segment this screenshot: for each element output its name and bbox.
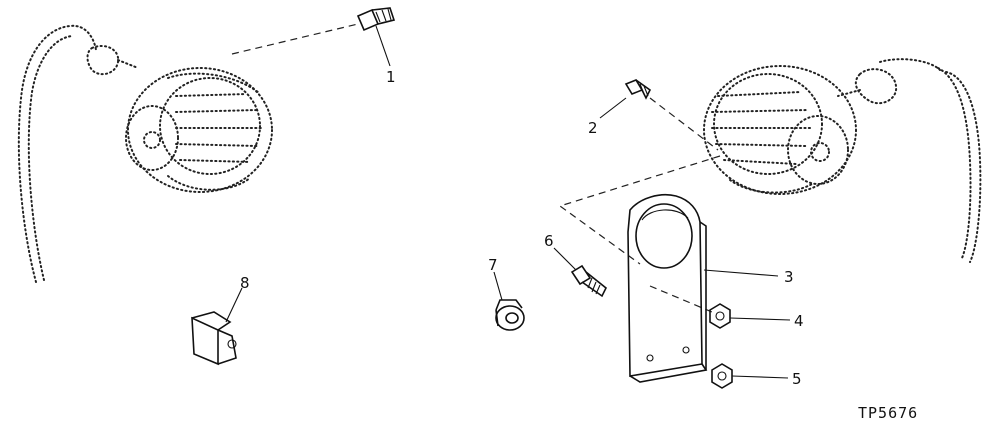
callout-1: 1 (386, 68, 396, 86)
callout-4: 4 (794, 312, 804, 330)
part-2-cap-screw (624, 79, 652, 100)
part-3-mounting-bracket (627, 194, 708, 383)
figure-id: TP5676 (858, 404, 918, 422)
callout-8: 8 (240, 274, 250, 292)
part-4-nut (709, 303, 731, 329)
callout-7: 7 (488, 256, 498, 274)
leader-lines (225, 25, 791, 379)
left-alternator-phantom (17, 24, 273, 283)
part-7-grommet (495, 299, 525, 331)
right-alternator-phantom (703, 58, 982, 263)
assembly-lines (231, 23, 721, 313)
callout-3: 3 (784, 268, 794, 286)
callout-5: 5 (792, 370, 802, 388)
callout-2: 2 (588, 119, 598, 137)
part-6-cap-screw (570, 264, 608, 298)
part-1-cap-screw (356, 7, 396, 32)
part-5-nut (711, 363, 733, 389)
callout-numbers: 1 2 3 4 5 6 7 8 (240, 68, 804, 388)
callout-6: 6 (544, 232, 554, 250)
part-8-clip (191, 311, 237, 366)
